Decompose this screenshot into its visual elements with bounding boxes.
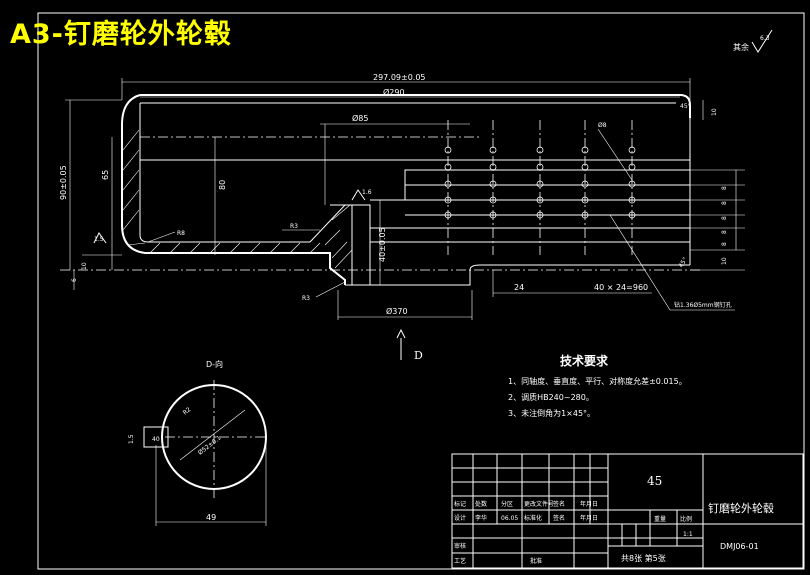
title-block: 标记 处数 分区 更改文件号 签名 年月日 设计 李华 06.05 标准化 签名…: [451, 453, 804, 569]
surface-finish-symbol: 其余 6.3: [733, 29, 773, 53]
tb-review: 审核: [454, 542, 466, 550]
tb-sheets: 共8张 第5张: [621, 553, 666, 563]
dim-angle-top: 45°: [680, 103, 691, 110]
dim-dia-65: 65: [101, 170, 110, 180]
view-direction-label: D: [414, 349, 423, 362]
surface-finish-prefix: 其余: [733, 42, 749, 52]
tb-weight: 重量: [654, 515, 666, 523]
hole-pattern: [444, 146, 636, 219]
tb-scale: 1:1: [683, 531, 693, 538]
tb-design: 设计: [454, 514, 466, 522]
tb-h-date: 年月日: [580, 500, 598, 508]
dim-dia-370: Ø370: [386, 306, 408, 316]
tb-part-name: 钉磨轮外轮毂: [708, 501, 774, 515]
dim-spacing-5: 8: [721, 242, 728, 246]
tb-sign2: 签名: [553, 514, 565, 522]
main-section-view: 297.09±0.05 Ø290 Ø85 90±0.05 65 80 40±0.…: [59, 73, 745, 362]
dim-r3b: R3: [302, 295, 310, 302]
tb-designer: 李华: [475, 514, 487, 522]
dim-spacing-4: 8: [721, 230, 728, 234]
tb-h-zone: 分区: [501, 500, 513, 508]
note-2: 2、调质HB240~280。: [508, 392, 594, 402]
dim-r8: R8: [177, 230, 185, 237]
tb-drawing-no: DMJ06-01: [720, 542, 759, 551]
tb-std: 标准化: [524, 514, 542, 522]
note-3: 3、未注倒角为1×45°。: [508, 408, 595, 418]
page-title: A3-钉磨轮外轮毂: [10, 19, 232, 50]
d-view: D-向 Ø52±0.1 R2 1.5 40 49: [128, 359, 268, 526]
tb-h-doc: 更改文件号: [524, 500, 554, 508]
leader-note: 钻1.36Ø5mm钢钉孔: [674, 301, 732, 309]
tb-material: 45: [647, 474, 662, 488]
notes-heading: 技术要求: [560, 353, 609, 368]
dim-dia-85: Ø85: [352, 113, 368, 123]
d-view-key: 40: [152, 436, 160, 443]
tb-design-date: 06.05: [501, 515, 518, 522]
dim-overall-length: 297.09±0.05: [373, 73, 426, 82]
section-hatch: [122, 129, 353, 269]
dim-dia-8: Ø8: [598, 122, 607, 129]
dim-10b: 10: [711, 108, 718, 116]
d-view-label: D-向: [206, 359, 223, 369]
dim-1-5a: 1.5: [94, 236, 104, 243]
d-view-bottom: 49: [206, 513, 216, 522]
note-1: 1、同轴度、垂直度、平行、对称度允差±0.015。: [508, 376, 687, 386]
dim-angle: 45°: [678, 256, 689, 269]
dim-dia-90: 90±0.05: [59, 165, 68, 200]
dim-1-6: 1.6: [362, 189, 372, 196]
tb-process: 工艺: [454, 557, 466, 565]
tb-h-count: 处数: [475, 500, 487, 508]
d-view-left: 1.5: [128, 434, 135, 444]
d-view-inner: R2: [182, 406, 193, 417]
dim-10a: 10: [81, 262, 88, 270]
dim-dia-80: 80: [218, 180, 227, 190]
dim-spacing-2: 8: [721, 201, 728, 205]
hole-centerlines: [447, 120, 633, 255]
surface-finish-value: 6.3: [760, 35, 770, 42]
dim-dia-40: 40±0.05: [378, 227, 387, 262]
drawing-frame: [37, 12, 805, 570]
d-view-dia: Ø52±0.1: [197, 434, 223, 456]
dim-6: 6: [71, 278, 78, 282]
tb-scale-h: 比例: [680, 515, 692, 523]
technical-notes: 技术要求 1、同轴度、垂直度、平行、对称度允差±0.015。 2、调质HB240…: [508, 353, 687, 418]
tb-approve: 批准: [530, 557, 542, 565]
dim-10c: 10: [721, 257, 728, 265]
tb-h-sign: 签名: [553, 500, 565, 508]
tb-h-mark: 标记: [454, 500, 466, 508]
dim-holes: 40 × 24=960: [594, 283, 648, 292]
dim-spacing-3: 8: [721, 216, 728, 220]
dim-dia-290: Ø290: [383, 87, 405, 97]
dim-r3a: R3: [290, 223, 298, 230]
dim-24: 24: [514, 283, 524, 292]
tb-date2: 年月日: [580, 514, 598, 522]
dim-spacing-1: 8: [721, 186, 728, 190]
